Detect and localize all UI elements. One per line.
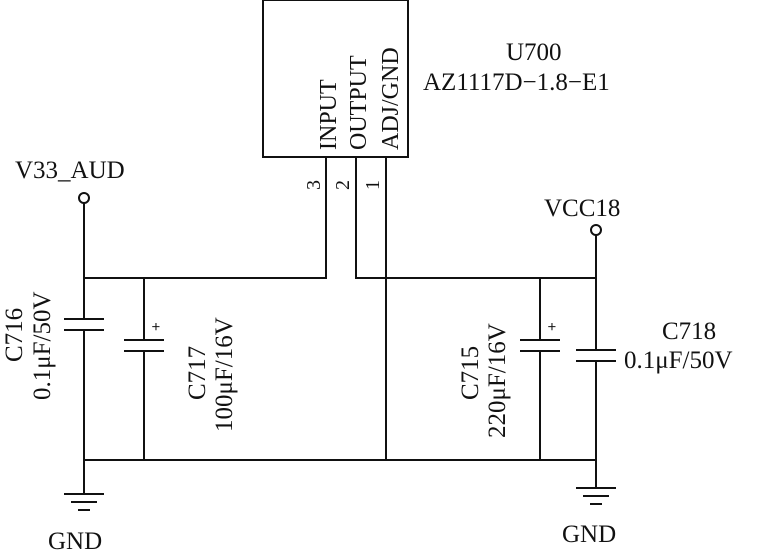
pin-label-output: OUTPUT	[346, 55, 372, 150]
c718-value: 0.1μF/50V	[624, 347, 733, 374]
pin-number-2: 2	[332, 180, 354, 190]
c715-reference: C715	[457, 346, 484, 400]
net-label-vcc18: VCC18	[544, 195, 620, 222]
net-label-v33-aud: V33_AUD	[15, 157, 125, 184]
ic-part-number: AZ1117D−1.8−E1	[423, 69, 610, 96]
pin-number-3: 3	[303, 180, 325, 190]
pin-2-output-wire	[355, 157, 596, 279]
c716-value: 0.1μF/50V	[29, 291, 56, 400]
c717-value: 100μF/16V	[211, 317, 238, 432]
capacitor-c715	[520, 278, 560, 460]
pin-3-input-wire	[84, 157, 327, 279]
c718-reference: C718	[662, 318, 716, 345]
pin-label-input: INPUT	[316, 79, 342, 150]
capacitor-c717	[124, 278, 164, 460]
c716-reference: C716	[1, 308, 28, 362]
net-label-gnd-left: GND	[48, 528, 102, 552]
c715-polarity: +	[544, 322, 561, 331]
pin-number-1: 1	[362, 180, 384, 190]
pin-label-adj-gnd: ADJ/GND	[378, 47, 404, 150]
v33-aud-port	[78, 192, 90, 204]
regulator-ic-body	[262, 0, 409, 158]
capacitor-c718	[576, 278, 616, 460]
ground-symbol-right	[576, 460, 616, 505]
c715-value: 220μF/16V	[484, 323, 511, 438]
c717-polarity: +	[148, 322, 165, 331]
ground-symbol-left	[64, 460, 104, 511]
vcc18-port	[590, 224, 602, 236]
c717-reference: C717	[184, 346, 211, 400]
net-label-gnd-right: GND	[562, 521, 616, 548]
ic-reference: U700	[506, 39, 562, 66]
capacitor-c716	[64, 278, 104, 460]
